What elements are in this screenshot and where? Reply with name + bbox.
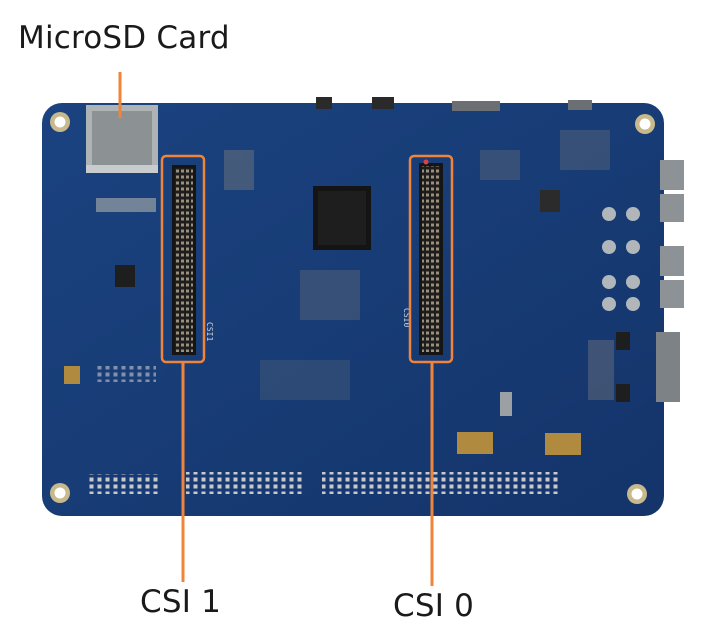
bottom-pin-headers — [88, 472, 558, 494]
csi1-silkscreen: CSI1 — [205, 322, 214, 341]
smd-components — [64, 130, 630, 416]
csi0-silkscreen: CSI0 — [402, 308, 411, 327]
gold-pads — [457, 432, 581, 455]
capacitors — [602, 207, 640, 311]
csi1-connector — [172, 165, 196, 355]
microsd-slot — [86, 105, 158, 173]
csi0-connector — [419, 159, 443, 355]
csi1-label: CSI 1 — [140, 584, 222, 620]
right-side-ports — [656, 160, 684, 402]
top-edge-connectors — [316, 97, 592, 111]
mounting-holes — [50, 112, 655, 504]
microsd-card-label: MicroSD Card — [18, 20, 230, 56]
csi0-label: CSI 0 — [393, 588, 475, 624]
memory-chip — [313, 186, 371, 250]
